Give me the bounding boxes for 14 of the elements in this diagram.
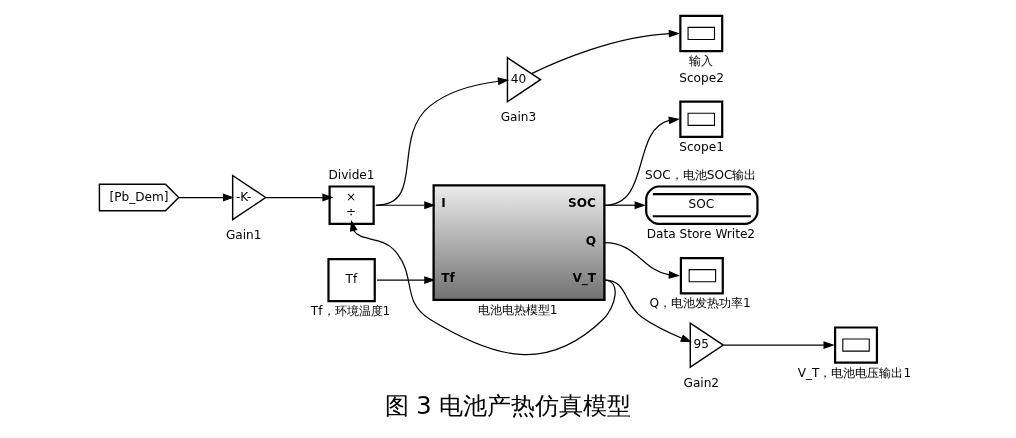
node-label: Gain3 (500, 110, 537, 125)
caption: 图 3 电池产热仿真模型 (384, 392, 632, 421)
node-label: SOC，电池SOC输出 (645, 167, 757, 182)
node-label: 电池电热模型1 (477, 303, 558, 318)
node-label: Scope2 (679, 70, 724, 85)
node-label: Tf，环境温度1 (310, 304, 391, 319)
node-label: 输入 (688, 54, 713, 69)
node-label: Scope1 (679, 140, 724, 155)
node-label: Data Store Write2 (646, 227, 756, 242)
node-label: Divide1 (328, 167, 375, 182)
node-label: Q，电池发热功率1 (649, 296, 751, 311)
node-label: Gain2 (683, 375, 720, 390)
node-label: V_T，电池电压输出1 (797, 365, 912, 380)
node-label: Gain1 (225, 228, 262, 243)
